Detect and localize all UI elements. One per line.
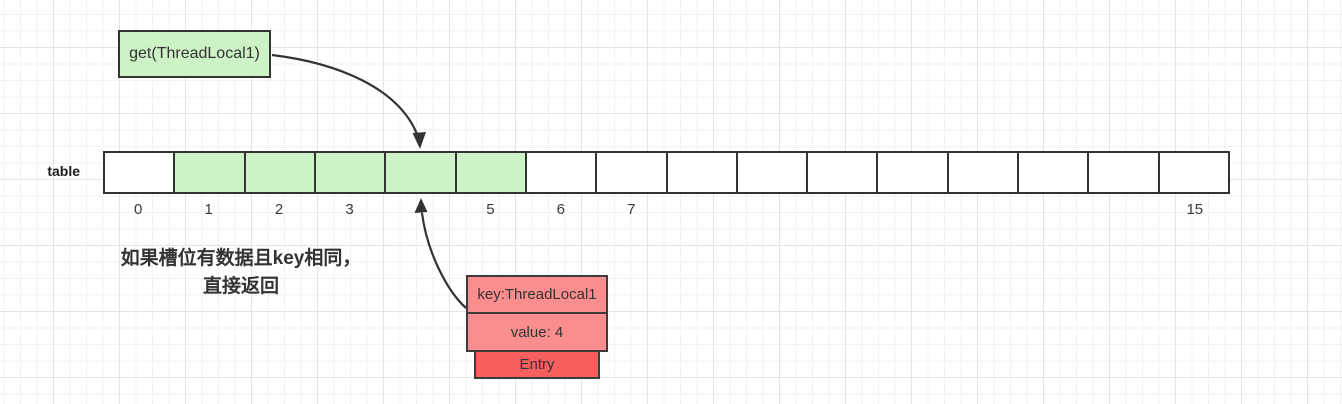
table-cell-4: [384, 153, 455, 192]
entry-key-label: key:ThreadLocal1: [477, 286, 597, 303]
entry-type-label: Entry: [519, 356, 555, 373]
entry-to-slot4-arrow: [420, 212, 467, 309]
table-cell-6: [524, 153, 596, 192]
table-cell-7: [595, 153, 666, 192]
cell-index-label-0: 0: [134, 201, 143, 218]
table-cell-10: [806, 153, 877, 192]
get-call-label: get(ThreadLocal1): [129, 45, 260, 62]
table-cell-15: [1157, 153, 1228, 192]
array-table: [103, 151, 1230, 194]
get-to-slot4-arrow: [271, 53, 419, 135]
table-cell-9: [735, 153, 807, 192]
table-cell-8: [665, 153, 736, 192]
cell-index-label-15: 15: [1186, 201, 1204, 218]
entry-type-box: Entry: [474, 350, 600, 379]
cell-index-label-1: 1: [204, 201, 213, 218]
get-call-box: get(ThreadLocal1): [118, 30, 271, 78]
table-cell-5: [454, 153, 525, 192]
table-cell-12: [946, 153, 1018, 192]
entry-key-box: key:ThreadLocal1: [466, 275, 608, 314]
cell-index-label-2: 2: [274, 201, 284, 218]
get-to-slot4-arrowhead: [412, 132, 426, 149]
table-cell-1: [173, 153, 244, 192]
table-label: table: [47, 163, 80, 179]
annotation-text: 如果槽位有数据且key相同， 直接返回: [108, 245, 374, 301]
entry-value-label: value: 4: [510, 323, 564, 341]
cell-index-label-3: 3: [345, 201, 354, 218]
table-cell-3: [313, 153, 385, 192]
table-cell-11: [876, 153, 947, 192]
table-cell-14: [1087, 153, 1158, 192]
table-cell-2: [243, 153, 314, 192]
annotation-line-1: 如果槽位有数据且key相同，: [120, 248, 362, 269]
cell-index-label-7: 7: [627, 201, 636, 218]
cell-index-label-5: 5: [486, 201, 495, 218]
cell-index-label-4: 4: [415, 201, 425, 218]
table-cell-0: [105, 153, 174, 192]
table-cell-13: [1017, 153, 1088, 192]
entry-value-box: value: 4: [466, 312, 608, 352]
annotation-line-2: 直接返回: [202, 276, 279, 297]
cell-index-label-6: 6: [556, 201, 566, 218]
